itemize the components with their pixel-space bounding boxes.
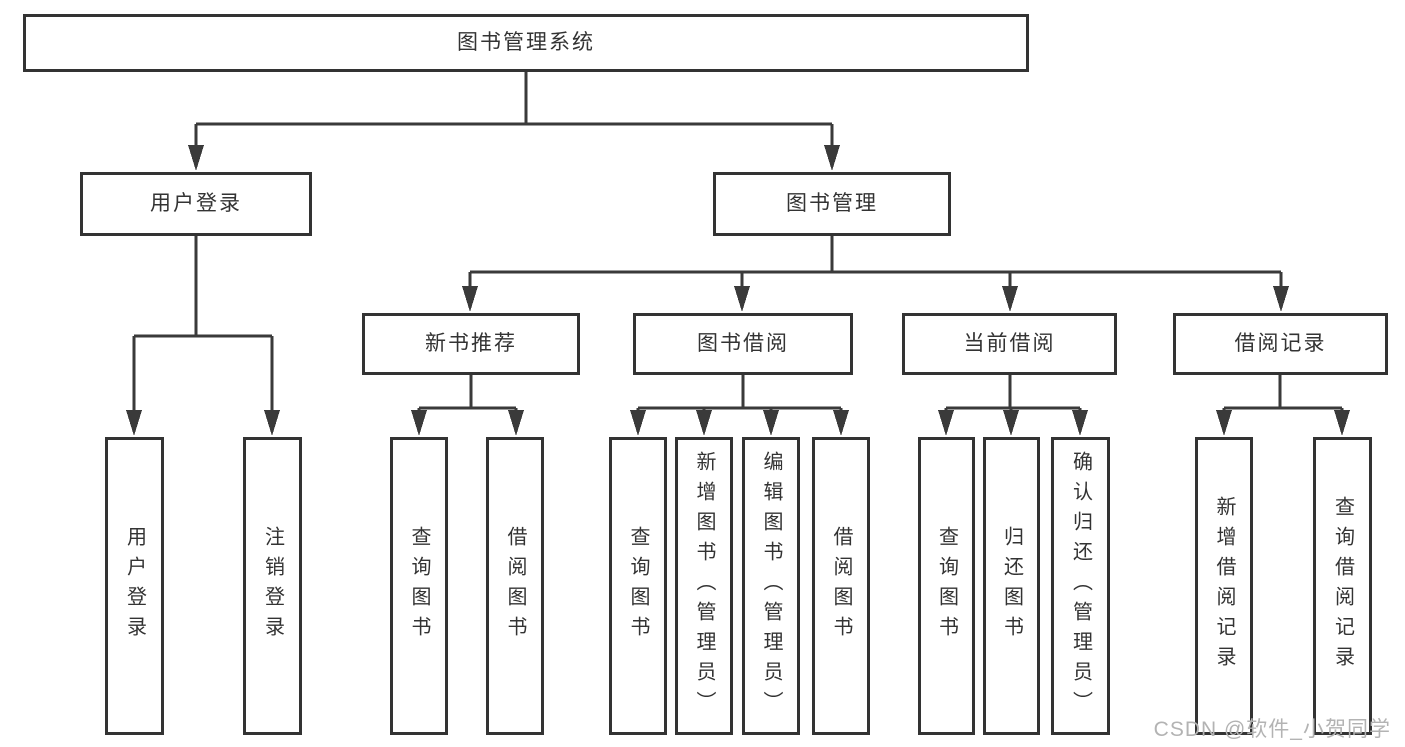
leaf-user-login: 用户登录 [105,437,164,735]
leaf-add-book-admin: 新增图书（管理员） [675,437,733,735]
leaf-edit-book-admin: 编辑图书（管理员） [742,437,800,735]
leaf-add-borrow-record-label: 新增借阅记录 [1213,496,1235,676]
watermark: CSDN @软件_小贺同学 [1153,718,1391,741]
leaf-borrow-books-recommend: 借阅图书 [486,437,544,735]
node-new-book-recommend: 新书推荐 [362,313,580,375]
leaf-return-book-label: 归还图书 [1000,526,1023,646]
arrowheads [126,145,1350,436]
leaf-borrow-books: 借阅图书 [812,437,870,735]
node-borrow-records: 借阅记录 [1173,313,1388,375]
leaf-add-book-admin-label: 新增图书（管理员） [693,451,715,721]
node-user-login: 用户登录 [80,172,312,236]
leaf-query-borrow-record-label: 查询借阅记录 [1331,496,1354,676]
leaf-logout: 注销登录 [243,437,302,735]
node-library-system: 图书管理系统 [23,14,1029,72]
leaf-query-borrow-record: 查询借阅记录 [1313,437,1372,735]
leaf-query-books-current-label: 查询图书 [935,526,958,646]
node-book-borrow: 图书借阅 [633,313,853,375]
leaf-query-books-borrow: 查询图书 [609,437,667,735]
leaf-borrow-books-recommend-label: 借阅图书 [504,526,526,646]
leaf-confirm-return-admin-label: 确认归还（管理员） [1069,451,1092,721]
leaf-edit-book-admin-label: 编辑图书（管理员） [760,451,782,721]
leaf-borrow-books-label: 借阅图书 [830,526,852,646]
leaf-user-login-label: 用户登录 [123,526,146,646]
leaf-query-books-borrow-label: 查询图书 [627,526,649,646]
leaf-query-books-current: 查询图书 [918,437,975,735]
leaf-confirm-return-admin: 确认归还（管理员） [1051,437,1110,735]
leaf-query-books-recommend: 查询图书 [390,437,448,735]
leaf-query-books-recommend-label: 查询图书 [408,526,430,646]
node-current-borrow: 当前借阅 [902,313,1117,375]
leaf-return-book: 归还图书 [983,437,1040,735]
leaf-logout-label: 注销登录 [261,526,284,646]
leaf-add-borrow-record: 新增借阅记录 [1195,437,1253,735]
node-book-management: 图书管理 [713,172,951,236]
